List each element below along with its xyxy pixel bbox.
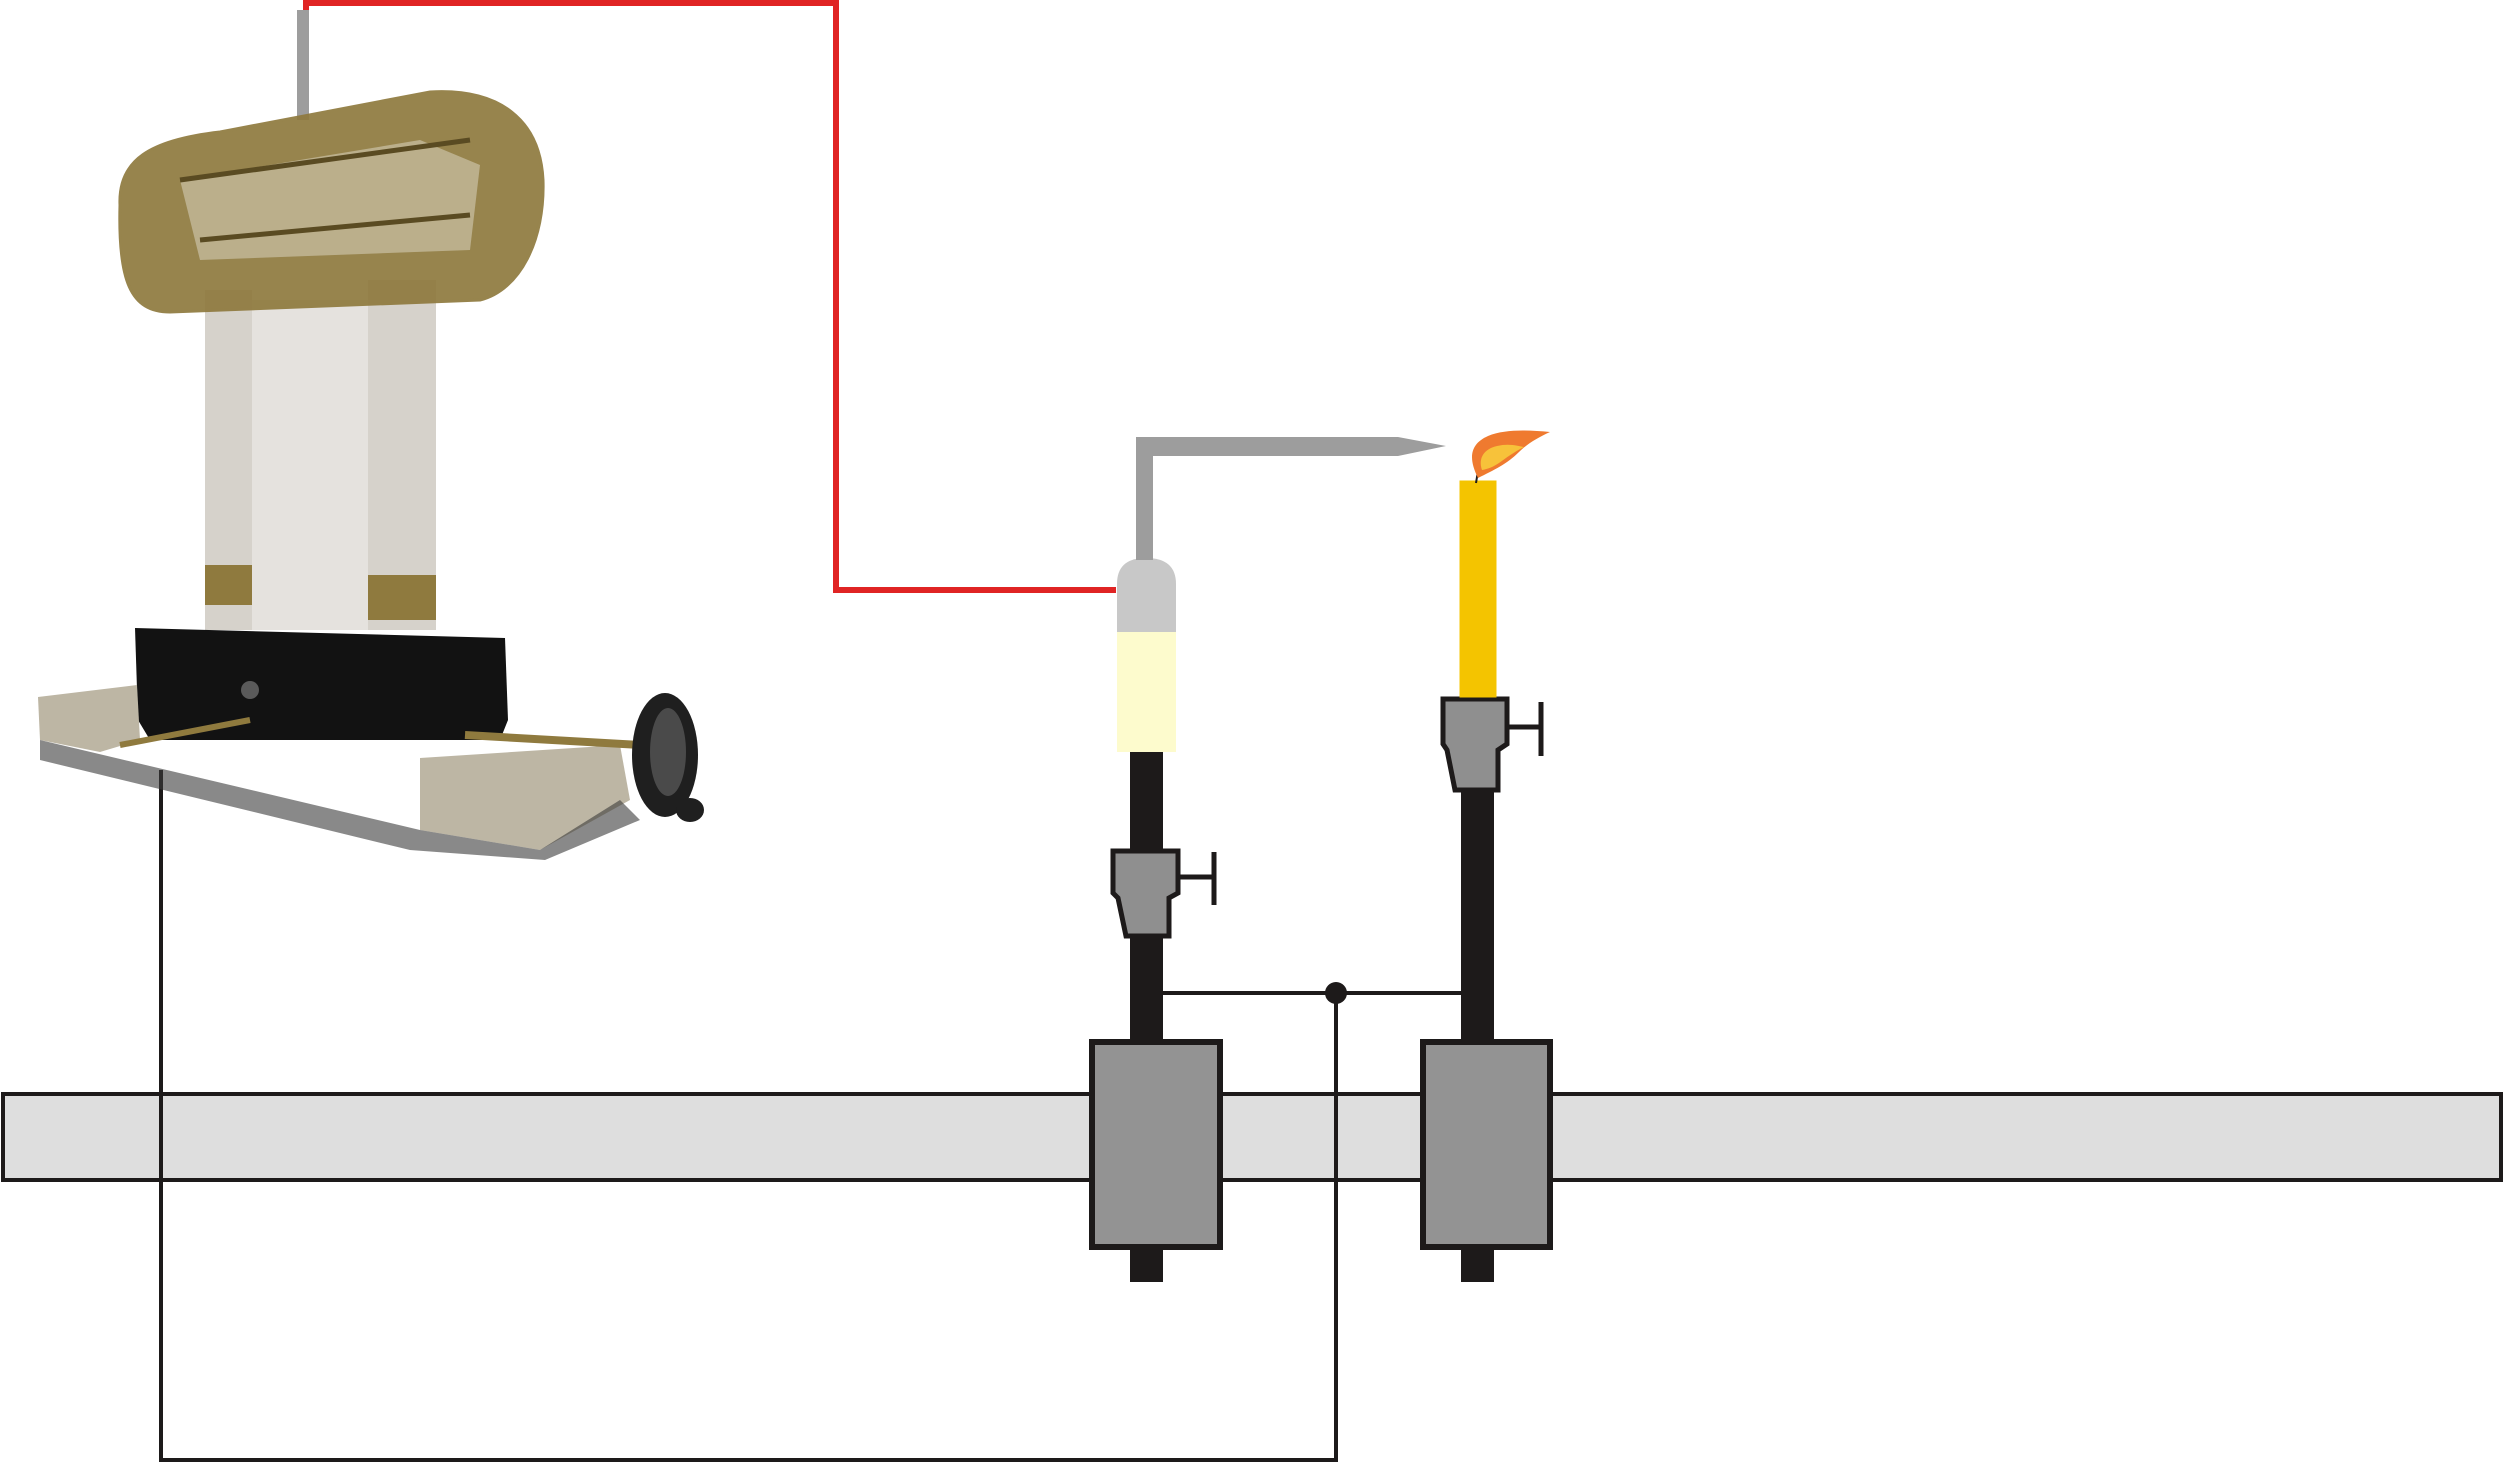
wheel-knob (676, 798, 704, 822)
stone-slab-left (38, 685, 140, 752)
column-band-right (368, 575, 436, 620)
pointed-metal-rod (1136, 437, 1446, 560)
pointed-conductor-stand (1089, 437, 1446, 1282)
left-clamp (1110, 848, 1181, 939)
electroscope-top-rod (297, 10, 309, 120)
glass-panel-center (252, 300, 368, 630)
right-clamp (1440, 696, 1510, 793)
holder-upper (1117, 558, 1176, 632)
right-carriage (1420, 1039, 1553, 1250)
candle-stand (1420, 430, 1553, 1282)
brass-axle (464, 731, 641, 749)
holder-lower (1117, 630, 1176, 752)
base-knob-icon (241, 681, 259, 699)
glass-column-right (368, 280, 436, 630)
right-stand-post (1461, 780, 1494, 1042)
stone-slab-right (420, 745, 630, 850)
optical-bench-rail (1, 1092, 2503, 1182)
candle (1459, 480, 1497, 698)
electroscope-base (135, 628, 508, 740)
ground-wire (159, 770, 1338, 1462)
cage-bar-bottom (199, 212, 471, 243)
cage-bar-top (179, 137, 471, 183)
candle-flame-core (1480, 444, 1524, 470)
left-carriage (1089, 1039, 1223, 1250)
brass-axle-left (119, 717, 251, 748)
wire-junction-dot (1325, 982, 1347, 1004)
electroscope-apparatus (38, 10, 704, 860)
adjustment-wheel-rim (650, 708, 686, 796)
column-band-left (205, 565, 252, 605)
